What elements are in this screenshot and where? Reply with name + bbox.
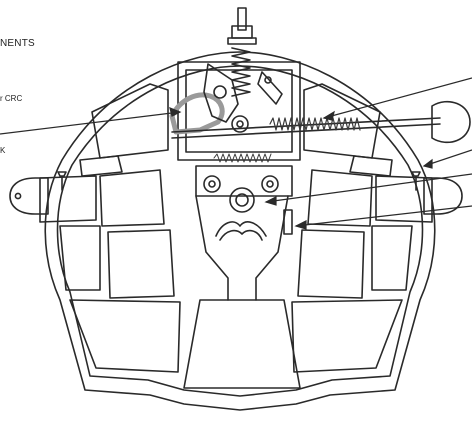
bracket-bolt-right-inner (266, 180, 274, 188)
top-plate-inner (185, 69, 293, 153)
bracket-bolt-left-inner (208, 180, 216, 188)
left-grease-fitting (57, 171, 67, 191)
center-ramp (183, 299, 301, 389)
right-link-arm (257, 71, 283, 105)
left-box (39, 175, 97, 223)
callout-arrow-2 (422, 158, 433, 169)
right-upper-cell-2 (349, 155, 393, 177)
kingpin-inner (235, 193, 249, 207)
k-label: K (0, 146, 6, 155)
right-mount-tab (423, 177, 463, 215)
throat-right-wall (255, 195, 289, 301)
right-mid-cell-2 (371, 225, 413, 291)
left-mount-hole (14, 192, 22, 200)
callout-arrow-4 (294, 220, 307, 230)
pivot-lever (169, 92, 225, 135)
adjustment-bolt-base (227, 37, 257, 45)
cam-pivot (213, 85, 227, 99)
components-label: NENTS (0, 38, 35, 49)
callout-leader-1 (323, 77, 472, 119)
callout-leader-left (0, 111, 181, 135)
jaw-pin (283, 209, 293, 235)
bracket-bolt-left (203, 175, 221, 193)
top-plate-assembly (177, 61, 301, 161)
secondary-spring (213, 153, 272, 163)
mounting-brackets (195, 165, 293, 197)
right-link-pin (264, 76, 272, 84)
cam-plate (203, 63, 239, 123)
left-upper-cell-1 (91, 83, 169, 159)
callout-leader-4 (295, 205, 472, 227)
bracket-bolt-right (261, 175, 279, 193)
callout-arrow-1 (322, 110, 335, 121)
left-mid-cell-2 (59, 225, 101, 291)
release-handle-2 (171, 123, 441, 139)
left-low-cell-2 (69, 299, 181, 373)
adjustment-bolt-stem (237, 7, 247, 31)
kingpin-throat (229, 187, 255, 213)
callout-leader-3 (265, 173, 472, 203)
throat-left-wall (195, 195, 229, 301)
adjustment-bolt-nut (231, 25, 253, 39)
vertical-spring (231, 47, 251, 97)
lower-pivot (231, 115, 249, 133)
left-mount-tab (9, 177, 49, 215)
release-handle (171, 117, 441, 133)
locking-jaws (215, 221, 267, 237)
callout-arrow-3 (264, 196, 277, 206)
handle-grip (431, 100, 471, 144)
locking-jaws-inner (219, 229, 263, 241)
crc-label: r CRC (0, 94, 23, 103)
right-low-cell-1 (297, 229, 365, 299)
left-mid-cell-1 (99, 169, 165, 227)
coil-spring (269, 117, 361, 131)
right-low-cell-2 (291, 299, 403, 373)
right-grease-fitting (411, 171, 421, 191)
lower-pivot-pin (236, 120, 244, 128)
right-mid-cell-1 (307, 169, 373, 227)
left-low-cell-1 (107, 229, 175, 299)
left-upper-cell-2 (79, 155, 123, 177)
fifth-wheel-plate (44, 51, 436, 411)
callout-arrow-left (169, 107, 182, 117)
right-box (375, 175, 433, 223)
